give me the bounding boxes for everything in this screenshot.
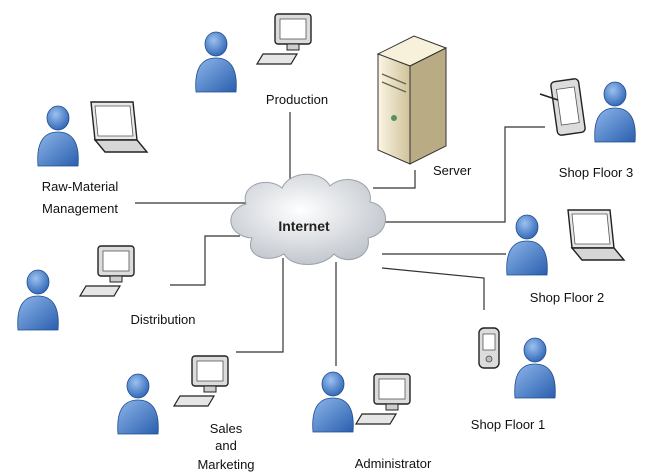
connections bbox=[135, 112, 545, 366]
sales-computer-icon bbox=[173, 355, 229, 407]
raw-material-label-line2: Management bbox=[42, 201, 118, 216]
distribution-computer-icon bbox=[79, 245, 135, 297]
shop-floor-3-label: Shop Floor 3 bbox=[559, 165, 633, 180]
internet-cloud: Internet bbox=[230, 173, 386, 265]
sales-label-line1: Sales bbox=[210, 421, 243, 436]
shop-floor-2-node: Shop Floor 2 bbox=[506, 209, 625, 305]
server-tower-icon bbox=[376, 35, 448, 165]
shop-floor-1-person-icon bbox=[514, 337, 556, 399]
administrator-label: Administrator bbox=[355, 456, 432, 471]
shop-floor-3-person-icon bbox=[594, 81, 636, 143]
distribution-node: Distribution bbox=[17, 245, 196, 331]
shop-floor-2-person-icon bbox=[506, 214, 548, 276]
sales-person-icon bbox=[117, 373, 159, 435]
administrator-person-icon bbox=[312, 371, 354, 433]
shop-floor-1-handheld-icon bbox=[478, 327, 500, 369]
server-node: Server bbox=[376, 35, 472, 178]
administrator-computer-icon bbox=[355, 373, 411, 425]
administrator-node: Administrator bbox=[312, 371, 432, 471]
sales-label-line3: Marketing bbox=[197, 457, 254, 472]
sales-node: Sales and Marketing bbox=[117, 355, 255, 472]
distribution-person-icon bbox=[17, 269, 59, 331]
production-label: Production bbox=[266, 92, 328, 107]
production-node: Production bbox=[195, 13, 328, 107]
shop-floor-2-label: Shop Floor 2 bbox=[530, 290, 604, 305]
raw-material-person-icon bbox=[37, 105, 79, 167]
sales-label-line2: and bbox=[215, 438, 237, 453]
raw-material-node: Raw-Material Management bbox=[37, 101, 148, 216]
shop-floor-3-node: Shop Floor 3 bbox=[539, 78, 636, 180]
shop-floor-1-label: Shop Floor 1 bbox=[471, 417, 545, 432]
shop-floor-2-laptop-icon bbox=[567, 209, 625, 261]
shop-floor-3-tablet-icon bbox=[539, 78, 586, 136]
raw-material-label-line1: Raw-Material bbox=[42, 179, 119, 194]
raw-material-laptop-icon bbox=[90, 101, 148, 153]
internet-label: Internet bbox=[278, 218, 330, 234]
distribution-label: Distribution bbox=[130, 312, 195, 327]
production-person-icon bbox=[195, 31, 237, 93]
production-computer-icon bbox=[256, 13, 312, 65]
server-label: Server bbox=[433, 163, 472, 178]
shop-floor-1-node: Shop Floor 1 bbox=[471, 327, 556, 432]
